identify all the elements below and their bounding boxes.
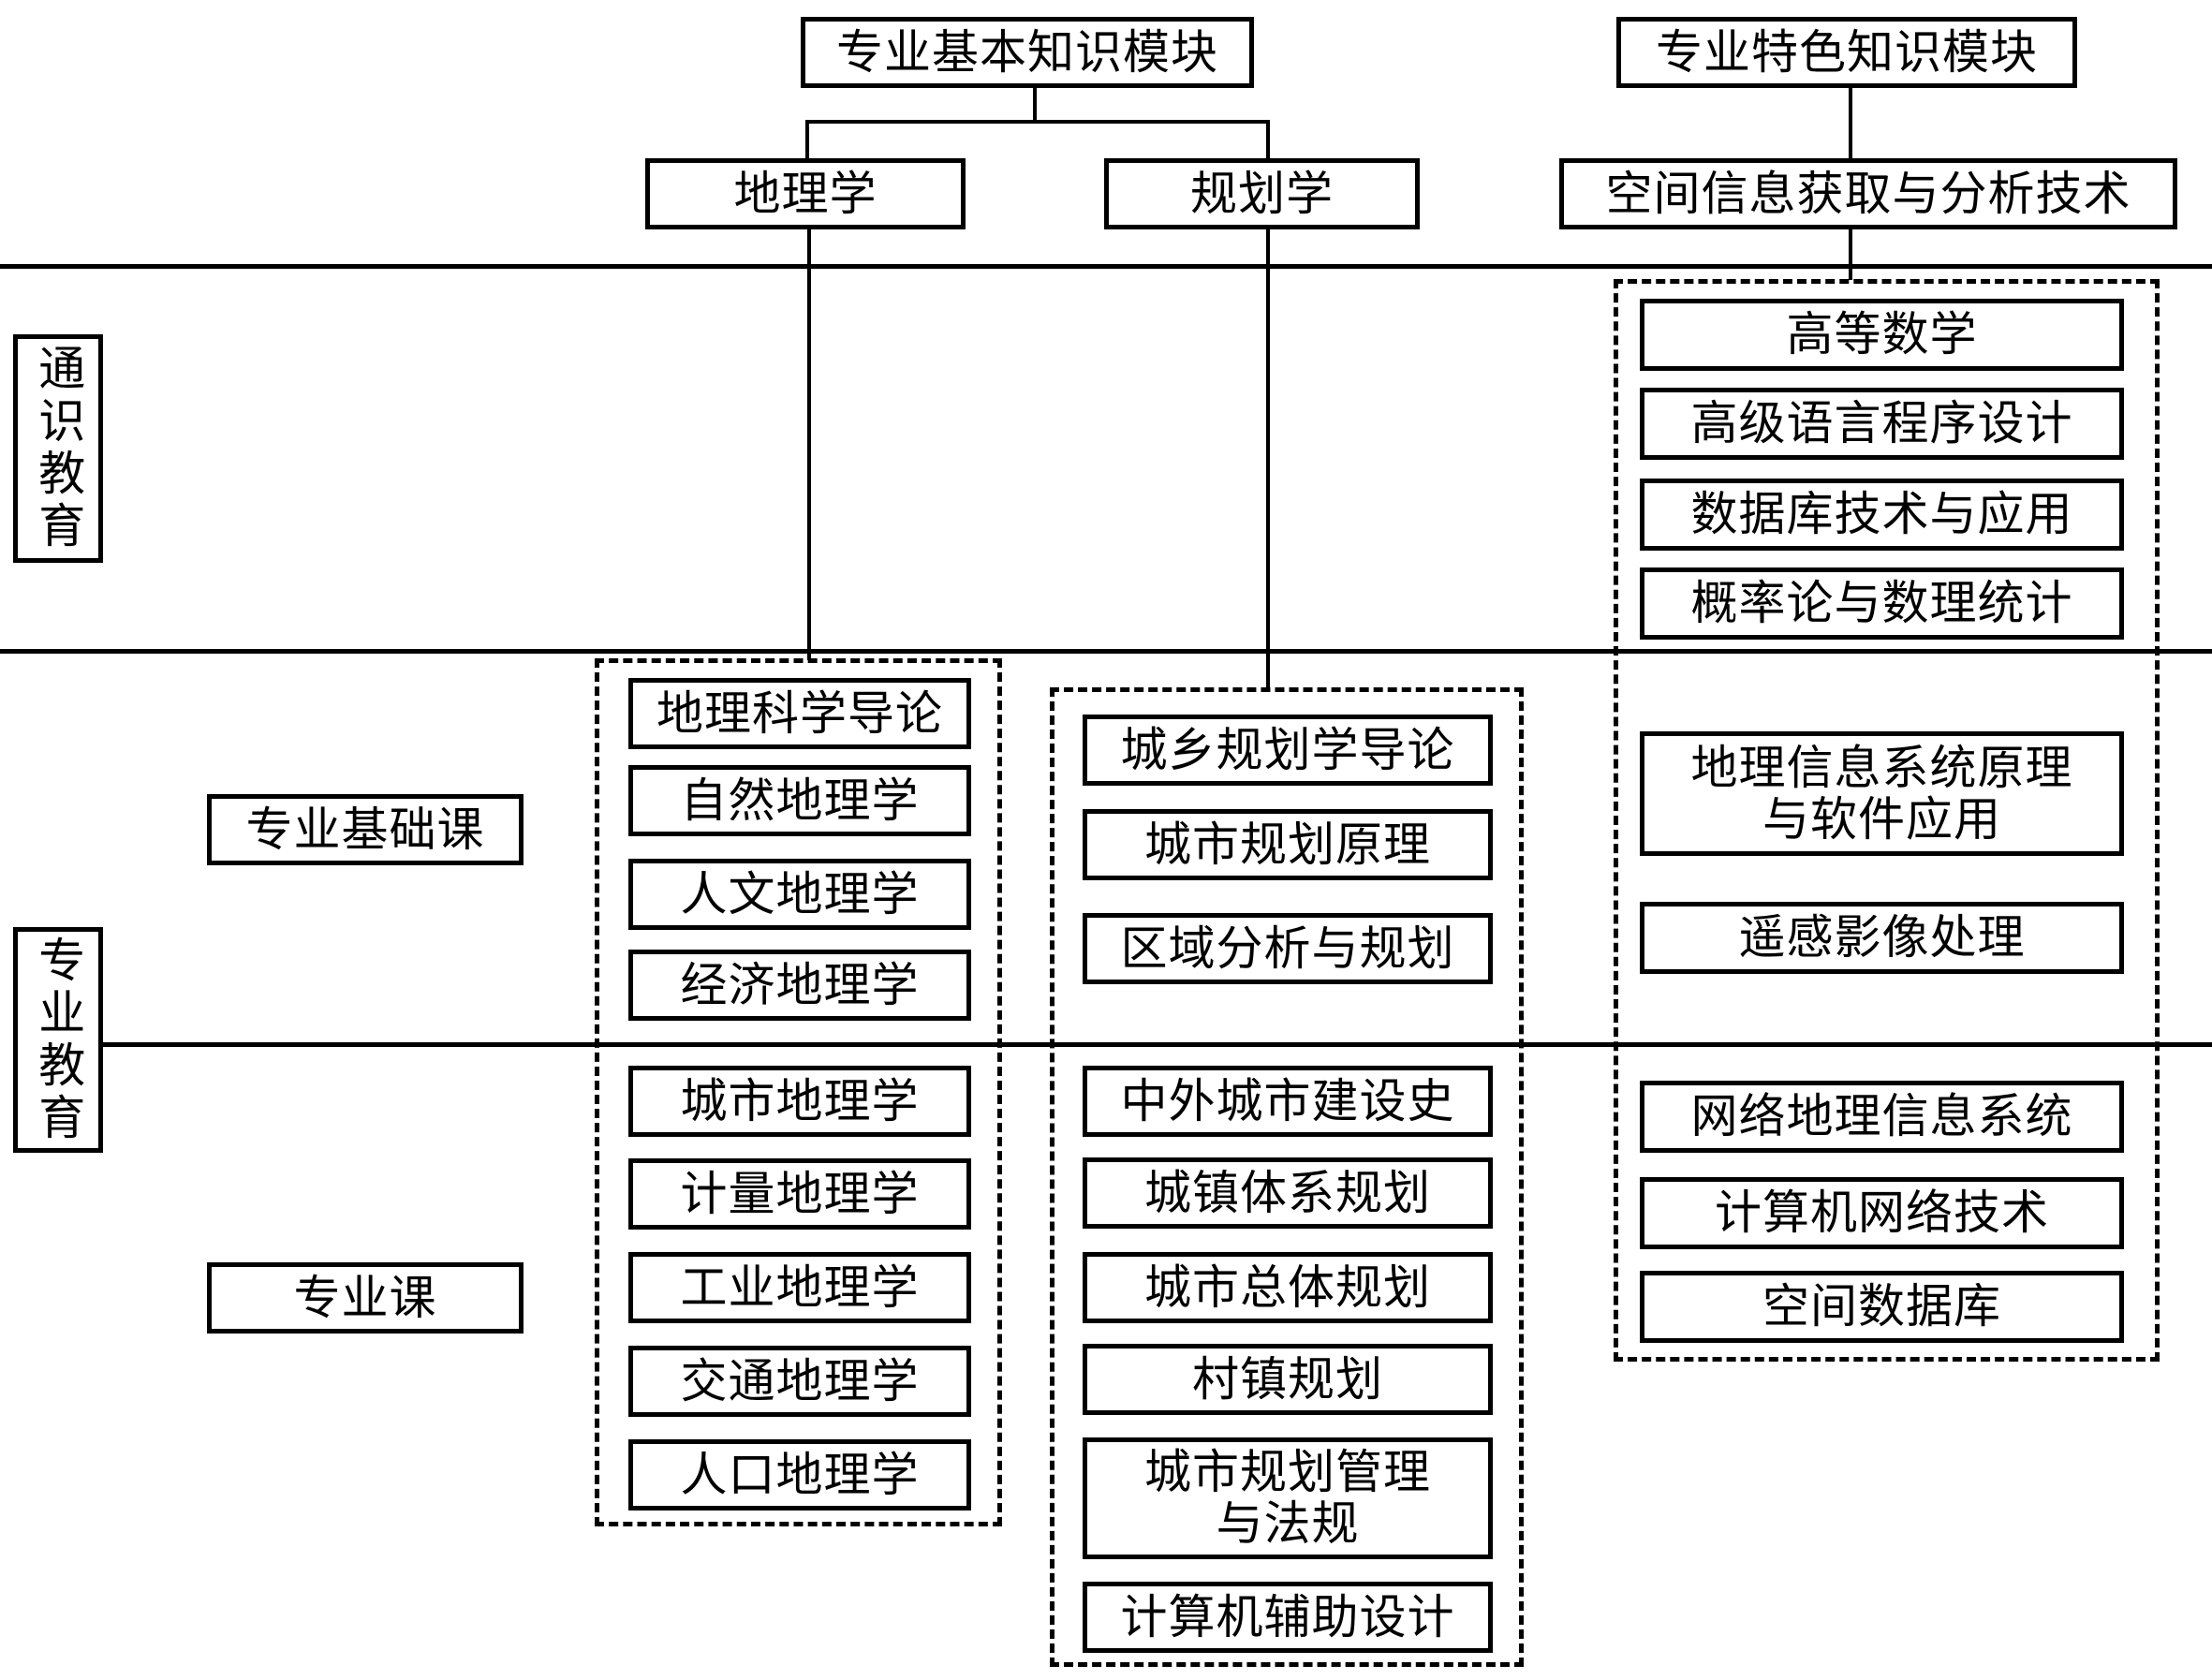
planning-course-group (1050, 687, 1524, 1667)
course-label: 交通地理学 (680, 1353, 920, 1408)
course-box: 城镇体系规划 (1083, 1157, 1493, 1229)
course-box: 计算机网络技术 (1640, 1177, 2124, 1249)
connector-geography-down (807, 229, 811, 660)
module-featured-knowledge-label: 专业特色知识模块 (1656, 24, 2038, 80)
connector-basic-bar (805, 120, 1270, 124)
course-label: 城市规划原理 (1144, 817, 1431, 872)
geography-course-group (595, 658, 1002, 1526)
course-box: 高等数学 (1640, 299, 2124, 371)
course-type-foundation-label: 专业基础课 (245, 802, 485, 857)
course-label: 城镇体系规划 (1144, 1165, 1431, 1220)
branch-geography-label: 地理学 (733, 166, 877, 221)
course-label: 计算机辅助设计 (1120, 1589, 1455, 1644)
branch-planning-label: 规划学 (1190, 166, 1334, 221)
course-label: 城市总体规划 (1144, 1260, 1431, 1315)
connector-to-planning (1266, 120, 1270, 159)
level-general-education: 通识教育 (13, 334, 103, 563)
course-label: 计量地理学 (680, 1166, 920, 1221)
course-label: 城市地理学 (680, 1073, 920, 1128)
course-label: 村镇规划 (1192, 1351, 1383, 1407)
connector-to-geography (805, 120, 809, 159)
course-box: 城乡规划学导论 (1083, 715, 1493, 786)
course-label: 人文地理学 (680, 866, 920, 921)
branch-planning: 规划学 (1104, 158, 1420, 229)
course-box: 地理科学导论 (628, 678, 971, 749)
course-box: 人口地理学 (628, 1439, 971, 1511)
branch-spatial-info-label: 空间信息获取与分析技术 (1605, 166, 2131, 221)
course-label: 概率论与数理统计 (1690, 576, 2073, 630)
branch-spatial-info: 空间信息获取与分析技术 (1559, 158, 2177, 229)
course-box: 计量地理学 (628, 1158, 971, 1230)
course-label: 城市规划管理 与法规 (1144, 1445, 1431, 1551)
course-label: 地理信息系统原理 与软件应用 (1690, 740, 2073, 847)
course-box: 地理信息系统原理 与软件应用 (1640, 731, 2124, 856)
course-label: 地理科学导论 (656, 685, 943, 741)
course-label: 高等数学 (1786, 307, 1978, 361)
course-label: 城乡规划学导论 (1120, 722, 1455, 777)
course-label: 数据库技术与应用 (1690, 487, 2073, 541)
course-box: 经济地理学 (628, 950, 971, 1021)
course-box: 城市规划管理 与法规 (1083, 1437, 1493, 1559)
course-label: 空间数据库 (1762, 1279, 2001, 1334)
course-box: 人文地理学 (628, 859, 971, 930)
level-general-education-label: 通识教育 (31, 344, 86, 553)
course-label: 网络地理信息系统 (1690, 1089, 2073, 1143)
course-box: 遥感影像处理 (1640, 902, 2124, 974)
course-type-major-label: 专业课 (293, 1270, 437, 1325)
course-box: 概率论与数理统计 (1640, 567, 2124, 640)
course-type-major: 专业课 (207, 1262, 524, 1334)
course-label: 遥感影像处理 (1738, 910, 2026, 965)
course-label: 区域分析与规划 (1120, 921, 1455, 976)
course-box: 区域分析与规划 (1083, 913, 1493, 984)
course-box: 空间数据库 (1640, 1271, 2124, 1343)
course-label: 高级语言程序设计 (1690, 396, 2073, 450)
separator-line-bottom (103, 1042, 2212, 1047)
course-box: 数据库技术与应用 (1640, 479, 2124, 551)
separator-line-middle (0, 649, 2212, 654)
course-box: 城市规划原理 (1083, 809, 1493, 880)
course-label: 自然地理学 (680, 773, 920, 828)
course-box: 城市总体规划 (1083, 1252, 1493, 1323)
spatial-course-group (1614, 279, 2160, 1362)
level-professional-education: 专业教育 (13, 927, 103, 1153)
module-basic-knowledge-label: 专业基本知识模块 (836, 24, 1218, 80)
connector-featured-down (1849, 88, 1852, 159)
course-box: 网络地理信息系统 (1640, 1081, 2124, 1153)
separator-line-top (0, 264, 2212, 269)
course-label: 工业地理学 (680, 1260, 920, 1315)
connector-planning-down (1266, 229, 1270, 688)
connector-basic-down (1033, 88, 1037, 122)
module-basic-knowledge: 专业基本知识模块 (801, 17, 1254, 88)
course-box: 城市地理学 (628, 1066, 971, 1137)
course-type-foundation: 专业基础课 (207, 794, 524, 865)
course-label: 经济地理学 (680, 957, 920, 1012)
course-label: 人口地理学 (680, 1447, 920, 1502)
course-box: 高级语言程序设计 (1640, 388, 2124, 460)
course-box: 中外城市建设史 (1083, 1066, 1493, 1137)
connector-spatial-down (1849, 229, 1852, 280)
course-box: 自然地理学 (628, 765, 971, 836)
course-label: 计算机网络技术 (1715, 1186, 2049, 1240)
module-featured-knowledge: 专业特色知识模块 (1616, 17, 2077, 88)
course-box: 工业地理学 (628, 1252, 971, 1323)
course-box: 村镇规划 (1083, 1344, 1493, 1415)
course-box: 计算机辅助设计 (1083, 1582, 1493, 1653)
level-professional-education-label: 专业教育 (31, 935, 86, 1145)
course-box: 交通地理学 (628, 1346, 971, 1417)
course-label: 中外城市建设史 (1120, 1073, 1455, 1128)
branch-geography: 地理学 (645, 158, 966, 229)
